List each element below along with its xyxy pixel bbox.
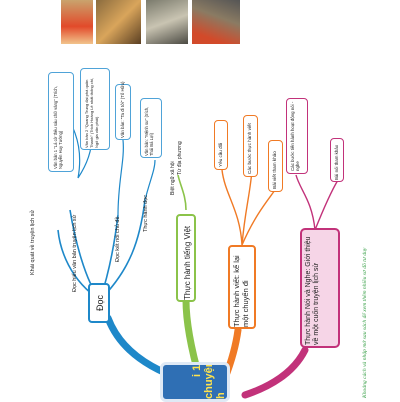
doc-leaf-2-text: Văn bản 2 "Quang Trung đại phá quân Than… <box>84 77 99 148</box>
noi-nghe-node[interactable]: Thực hành Nói và Nghe: Giới thiệu về một… <box>300 228 340 348</box>
viet-leaf-3[interactable]: Bài viết tham khảo <box>268 140 283 192</box>
viet-leaf-3-text: Bài viết tham khảo <box>272 151 277 189</box>
doc-sub-ket-noi: Đọc kết nối chủ đề <box>115 216 121 262</box>
doc-leaf-4-text: Văn bản: "Mệnh sư" (trích, Thái Bá Lợi) <box>144 106 154 156</box>
doc-leaf-1-text: Văn bản 1 "Lá cờ thêu sáu chữ vàng" (Trí… <box>53 86 63 169</box>
tieng-viet-sub-biet-ngu: Biệt ngữ xã hội <box>170 161 176 195</box>
doc-title: Đọc <box>95 294 105 311</box>
noi-nghe-leaf-1[interactable]: Các bước tiến hành hoạt động nói - nghe <box>286 98 308 174</box>
viet-leaf-2[interactable]: Các bước thực hành viết <box>243 115 258 177</box>
doc-sub-khai-quat: Khái quát về truyện lịch sử <box>30 209 36 275</box>
tieng-viet-node[interactable]: Thực hành tiếng Việt <box>176 214 196 302</box>
photo-2 <box>96 0 141 44</box>
viet-leaf-1-text: Yêu cầu đối <box>218 142 223 167</box>
viet-leaf-2-text: Các bước thực hành viết <box>247 123 252 174</box>
photo-3 <box>146 0 188 44</box>
doc-node[interactable]: Đọc <box>88 283 110 323</box>
doc-sub-thuc-hanh-doc: Thực hành đọc <box>143 194 149 232</box>
viet-title: Thực hành viết: kể lại một chuyến đi <box>232 255 250 327</box>
center-line-2: chuyện <box>203 362 215 399</box>
noi-nghe-title: Thực hành Nói và Nghe: Giới thiệu về một… <box>305 236 321 346</box>
tieng-viet-sub-tu-dia-phuong: Từ địa phương <box>177 141 183 175</box>
doc-leaf-1[interactable]: Văn bản 1 "Lá cờ thêu sáu chữ vàng" (Trí… <box>48 72 74 172</box>
photo-4 <box>192 0 240 44</box>
noi-nghe-leaf-2-text: Bài nói tham khảo <box>334 144 339 180</box>
doc-leaf-3-text: Văn bản: "Ta đi tới" (Tố Hữu) <box>120 81 125 138</box>
connector-tieng-viet-sub <box>177 174 187 211</box>
connector-noi-nghe-leaves <box>295 174 339 231</box>
photo-1 <box>61 0 93 44</box>
doc-sub-doc-hieu: Đọc hiểu văn bản truyện lịch sử <box>72 214 78 292</box>
side-note: Khoảng cách và nhập mở sau sách để xem t… <box>362 247 368 398</box>
doc-leaf-3[interactable]: Văn bản: "Ta đi tới" (Tố Hữu) <box>115 81 131 140</box>
viet-leaf-1[interactable]: Yêu cầu đối <box>214 120 228 170</box>
noi-nghe-leaf-1-text: Các bước tiến hành hoạt động nói - nghe <box>290 101 300 171</box>
viet-node[interactable]: Thực hành viết: kể lại một chuyến đi <box>228 245 256 329</box>
connector-noi-nghe-main <box>241 346 309 399</box>
center-line-3: h sử <box>215 384 230 399</box>
doc-leaf-2[interactable]: Văn bản 2 "Quang Trung đại phá quân Than… <box>80 68 110 150</box>
noi-nghe-leaf-2[interactable]: Bài nói tham khảo <box>330 138 344 182</box>
doc-leaf-4[interactable]: Văn bản: "Mệnh sư" (trích, Thái Bá Lợi) <box>140 98 162 158</box>
tieng-viet-title: Thực hành tiếng Việt <box>183 225 192 300</box>
center-topic: i 1: chuyện h sử <box>160 362 230 402</box>
center-line-1: i 1: <box>191 362 203 377</box>
